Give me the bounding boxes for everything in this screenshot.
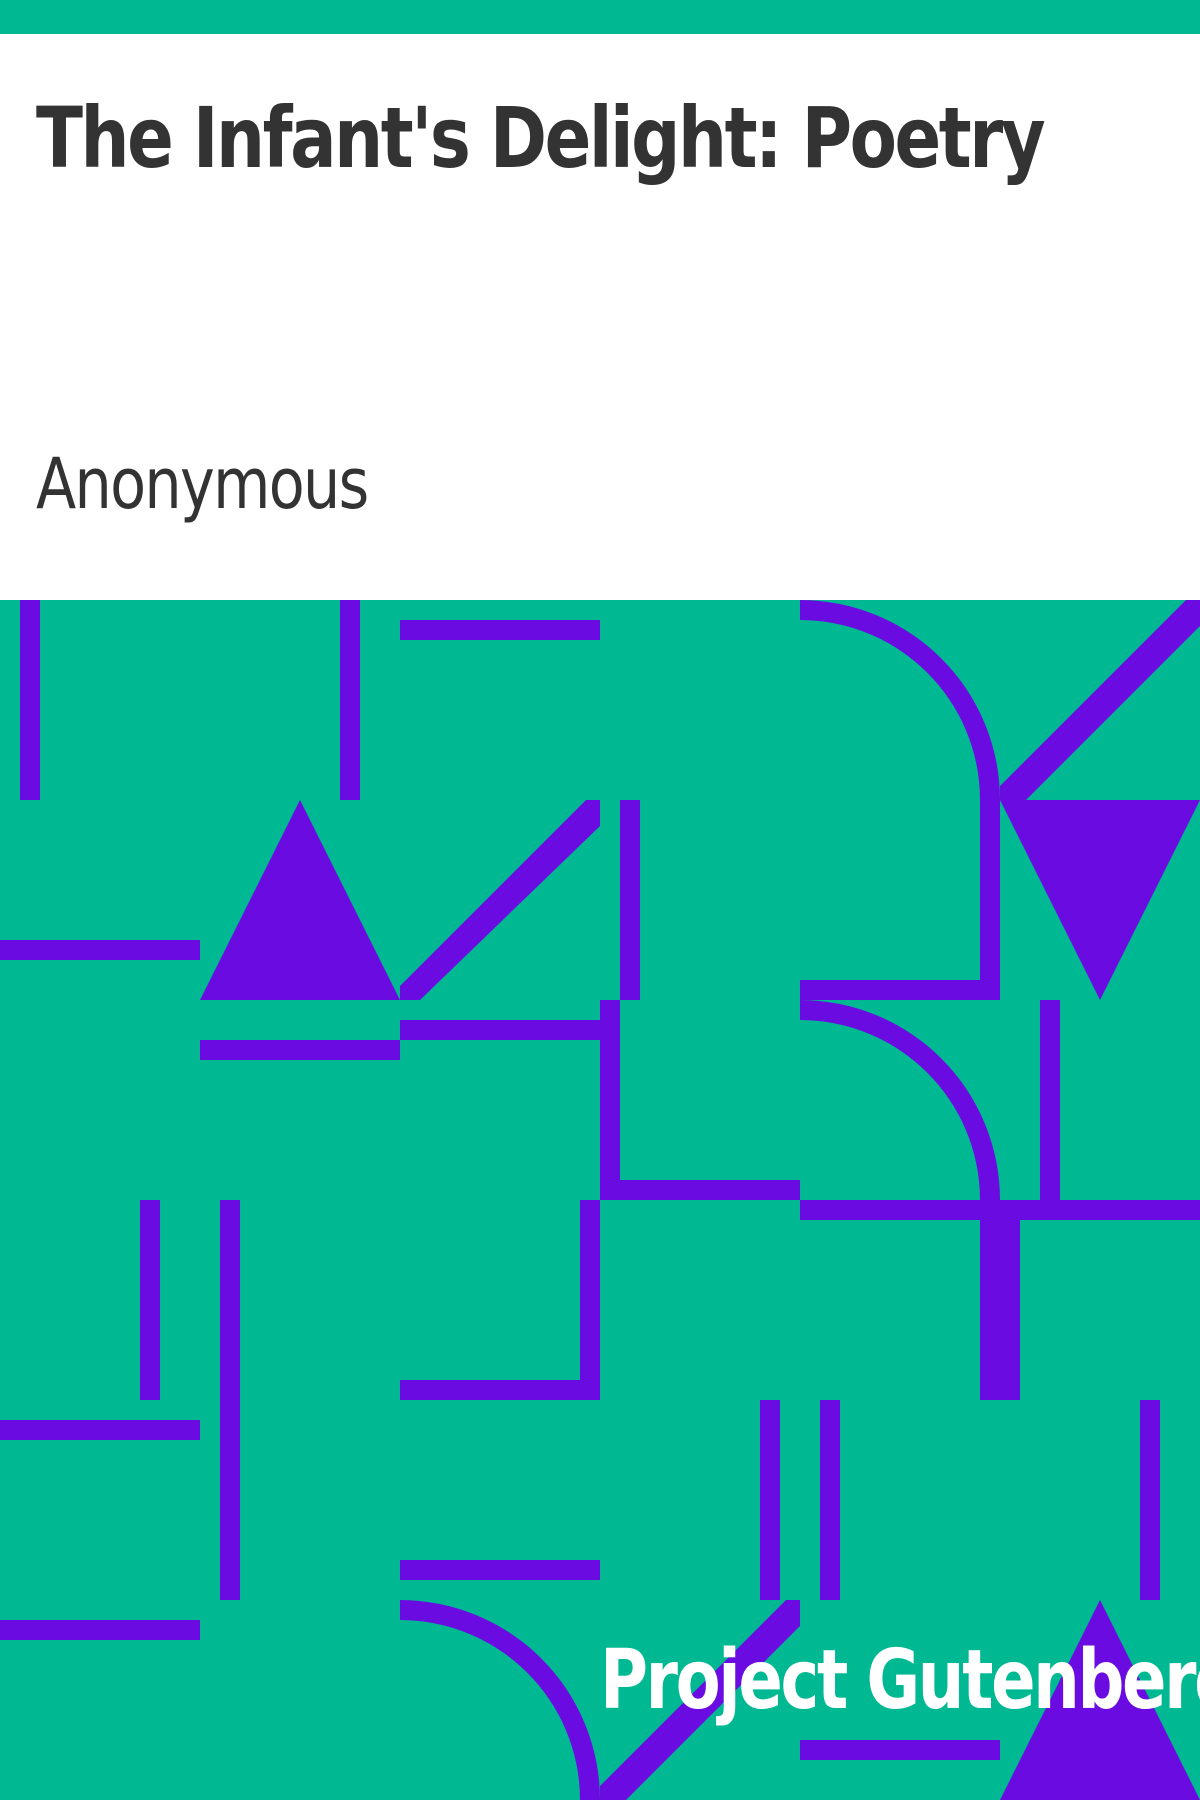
pattern-arc (800, 1000, 1000, 1200)
pattern-bar (980, 800, 1000, 1000)
pattern-bar (820, 1400, 840, 1600)
top-band (0, 0, 1200, 34)
pattern-bar (340, 600, 360, 800)
book-author: Anonymous (36, 443, 369, 525)
pattern-bar (580, 1200, 600, 1400)
pattern-bar (800, 1740, 1000, 1760)
pattern-bar (0, 940, 200, 960)
pattern-bar (220, 1200, 240, 1600)
pattern-bar (400, 620, 600, 640)
pattern-bar (400, 1020, 600, 1040)
pattern-bar (600, 1000, 620, 1200)
geometric-pattern (0, 600, 1200, 1800)
pattern-triangle (200, 800, 400, 1000)
pattern-diagonal (400, 800, 600, 1000)
pattern-bar (20, 600, 40, 800)
pattern-arc (800, 600, 1000, 800)
pattern-diagonal (600, 1600, 800, 1800)
pattern-bar (200, 1040, 400, 1060)
pattern-bar (620, 800, 640, 1000)
pattern-bar (1040, 1000, 1060, 1200)
pattern-triangle (1000, 1600, 1200, 1800)
pattern-bar (760, 1400, 780, 1600)
pattern-triangle (1000, 800, 1200, 1000)
pattern-bar (980, 1200, 1020, 1400)
book-title: The Infant's Delight: Poetry (36, 89, 1046, 187)
pattern-bar (0, 1620, 200, 1640)
title-panel: The Infant's Delight: Poetry Anonymous (0, 34, 1200, 600)
pattern-arc (400, 1600, 600, 1800)
pattern-bar (140, 1200, 160, 1400)
pattern-bar (1140, 1400, 1160, 1600)
publisher-name: Project Gutenberg (600, 1633, 1200, 1728)
pattern-bar (0, 1420, 200, 1440)
pattern-diagonal (1000, 600, 1200, 812)
pattern-bar (800, 980, 1000, 1000)
pattern-bar (600, 1180, 800, 1200)
pattern-bar (400, 1560, 600, 1580)
pattern-bar (400, 1380, 600, 1400)
